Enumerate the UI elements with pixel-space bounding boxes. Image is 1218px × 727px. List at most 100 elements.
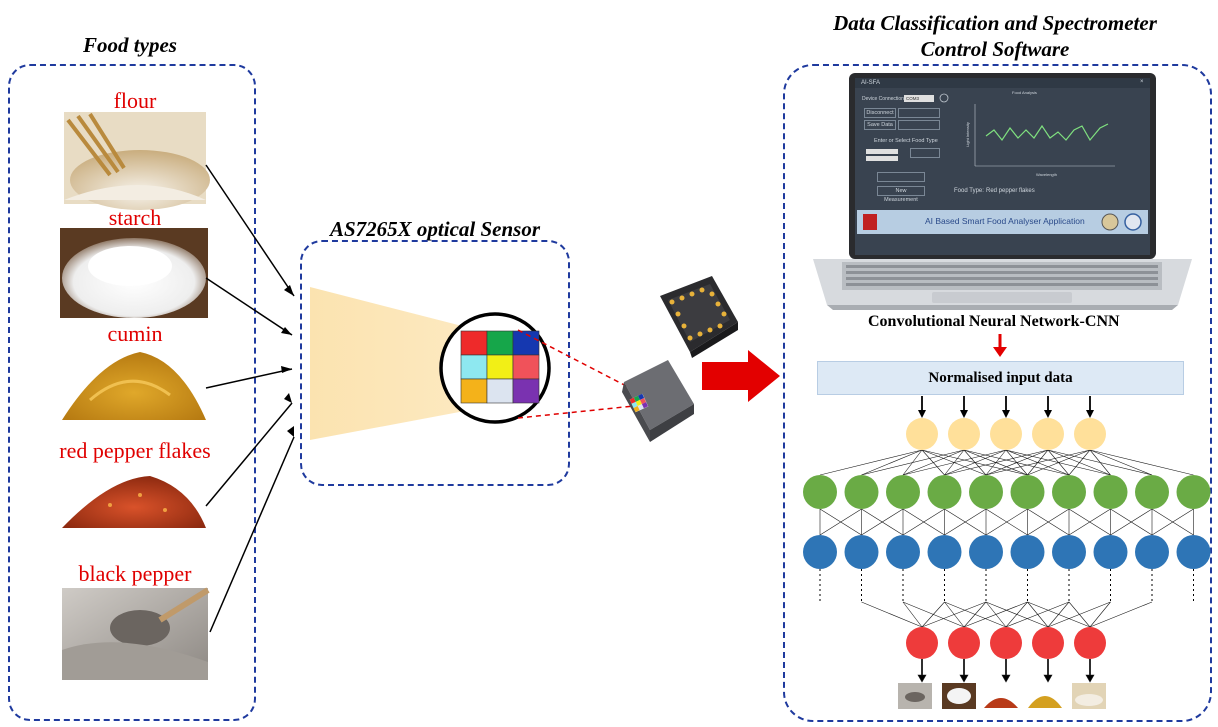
- flour-image: [64, 112, 210, 210]
- food-type-apply-button[interactable]: [910, 148, 940, 158]
- hidden1-node: [927, 475, 962, 509]
- hidden2-node: [1093, 535, 1128, 569]
- hidden2-node: [969, 535, 1003, 569]
- hidden1-node: [1010, 475, 1045, 509]
- edge-hidden-output: [1089, 601, 1111, 628]
- output-node: [948, 627, 980, 659]
- software-title-line1: Data Classification and Spectrometer: [833, 11, 1157, 35]
- cumin-image: [62, 345, 206, 430]
- edge-hidden-output: [902, 601, 923, 628]
- food-types-box: [8, 64, 256, 721]
- network-connections: [819, 449, 1194, 683]
- edge-hidden1-hidden2: [861, 508, 904, 536]
- edge-hidden-output: [861, 601, 923, 628]
- hidden1-node: [1093, 475, 1128, 509]
- edge-hidden-output: [963, 601, 987, 628]
- output-node: [906, 627, 938, 659]
- output-node: [990, 627, 1022, 659]
- edge-hidden-output: [1047, 601, 1111, 628]
- edge-input-hidden1: [902, 449, 965, 476]
- port-select[interactable]: COM3: [906, 96, 920, 101]
- hidden1-node: [1135, 475, 1169, 509]
- input-node: [948, 418, 980, 450]
- edge-hidden-output: [1005, 601, 1028, 628]
- food-label-red-pepper-flakes: red pepper flakes: [59, 438, 211, 463]
- edge-input-hidden1: [1089, 449, 1194, 476]
- edge-input-hidden1: [1089, 449, 1111, 476]
- hidden2-node: [844, 535, 879, 569]
- disconnect-status-field: [898, 108, 940, 118]
- input-node: [906, 418, 938, 450]
- new-measurement-button[interactable]: New Measurement: [877, 186, 925, 203]
- close-icon[interactable]: ×: [1140, 79, 1144, 85]
- food-to-sensor-arrows: [205, 164, 295, 633]
- edge-hidden1-hidden2: [1151, 508, 1194, 536]
- chart-xlabel: Wavelength: [1036, 172, 1057, 177]
- edge-input-hidden1: [944, 449, 1049, 476]
- cnn-title: Convolutional Neural Network-CNN: [868, 313, 1120, 330]
- hidden1-node: [844, 475, 879, 509]
- edge-hidden-output: [1005, 601, 1070, 628]
- arrow-cumin: [205, 368, 293, 389]
- edge-input-hidden1: [985, 449, 1049, 476]
- edge-input-hidden1: [985, 449, 1091, 476]
- sensor-chip-front: [622, 360, 694, 442]
- hidden2-node: [803, 535, 837, 569]
- software-box: [783, 64, 1212, 722]
- cnn-down-arrow-head: [993, 347, 1007, 357]
- hidden2-node: [1052, 535, 1086, 569]
- edge-hidden-output: [921, 601, 945, 628]
- edge-hidden1-hidden2: [944, 508, 987, 536]
- laptop: [813, 73, 1192, 310]
- chart-title: Food Analysis: [1012, 90, 1037, 95]
- network-nodes: [803, 418, 1211, 659]
- network-dotted-lines: [819, 569, 1194, 602]
- output-arrowhead: [1085, 674, 1095, 683]
- save-path-field: [898, 120, 940, 130]
- edge-input-hidden1: [861, 449, 923, 476]
- edge-hidden-output: [1089, 601, 1153, 628]
- food-type-value: Red pepper flakes: [986, 188, 1035, 194]
- output-node: [1032, 627, 1064, 659]
- edge-hidden1-hidden2: [1110, 508, 1153, 536]
- hidden2-node: [1176, 535, 1211, 569]
- hidden2-node: [886, 535, 920, 569]
- edge-hidden-output: [1047, 601, 1070, 628]
- placeholder-button[interactable]: [877, 172, 925, 182]
- sensor-box: [300, 240, 570, 486]
- save-data-button[interactable]: Save Data: [864, 120, 896, 130]
- edge-input-hidden1: [819, 449, 923, 476]
- arrowhead-flour: [284, 285, 294, 296]
- output-arrowhead: [917, 674, 927, 683]
- arrow-starch: [205, 277, 293, 336]
- chart-ylabel: Light Intensity: [964, 122, 970, 147]
- hidden1-node: [803, 475, 837, 509]
- edge-hidden1-hidden2: [1068, 508, 1111, 536]
- edge-input-hidden1: [861, 449, 965, 476]
- hidden2-node: [1135, 535, 1169, 569]
- hidden1-node: [969, 475, 1003, 509]
- red-pepper-flakes-image: [60, 465, 208, 535]
- hidden2-node: [1010, 535, 1045, 569]
- edge-input-hidden1: [944, 449, 1007, 476]
- output-node: [1074, 627, 1106, 659]
- input-node: [1074, 418, 1106, 450]
- light-beam: [310, 287, 470, 440]
- arrowhead-red-pepper: [284, 393, 292, 403]
- arrowhead-starch: [281, 327, 292, 335]
- hidden2-node: [927, 535, 962, 569]
- food-label-flour: flour: [113, 88, 157, 113]
- disconnect-button[interactable]: Disconnect: [864, 108, 896, 118]
- edge-input-hidden1: [1089, 449, 1153, 476]
- food-label-black-pepper: black pepper: [78, 561, 192, 586]
- software-title-line2: Control Software: [920, 37, 1070, 61]
- hidden1-node: [1176, 475, 1211, 509]
- arrow-flour: [205, 164, 295, 297]
- edge-hidden1-hidden2: [819, 508, 862, 536]
- food-type-label: Food Type:: [954, 188, 984, 194]
- edge-hidden1-hidden2: [985, 508, 1028, 536]
- edge-hidden1-hidden2: [902, 508, 945, 536]
- edge-input-hidden1: [1068, 449, 1091, 476]
- hidden1-node: [1052, 475, 1086, 509]
